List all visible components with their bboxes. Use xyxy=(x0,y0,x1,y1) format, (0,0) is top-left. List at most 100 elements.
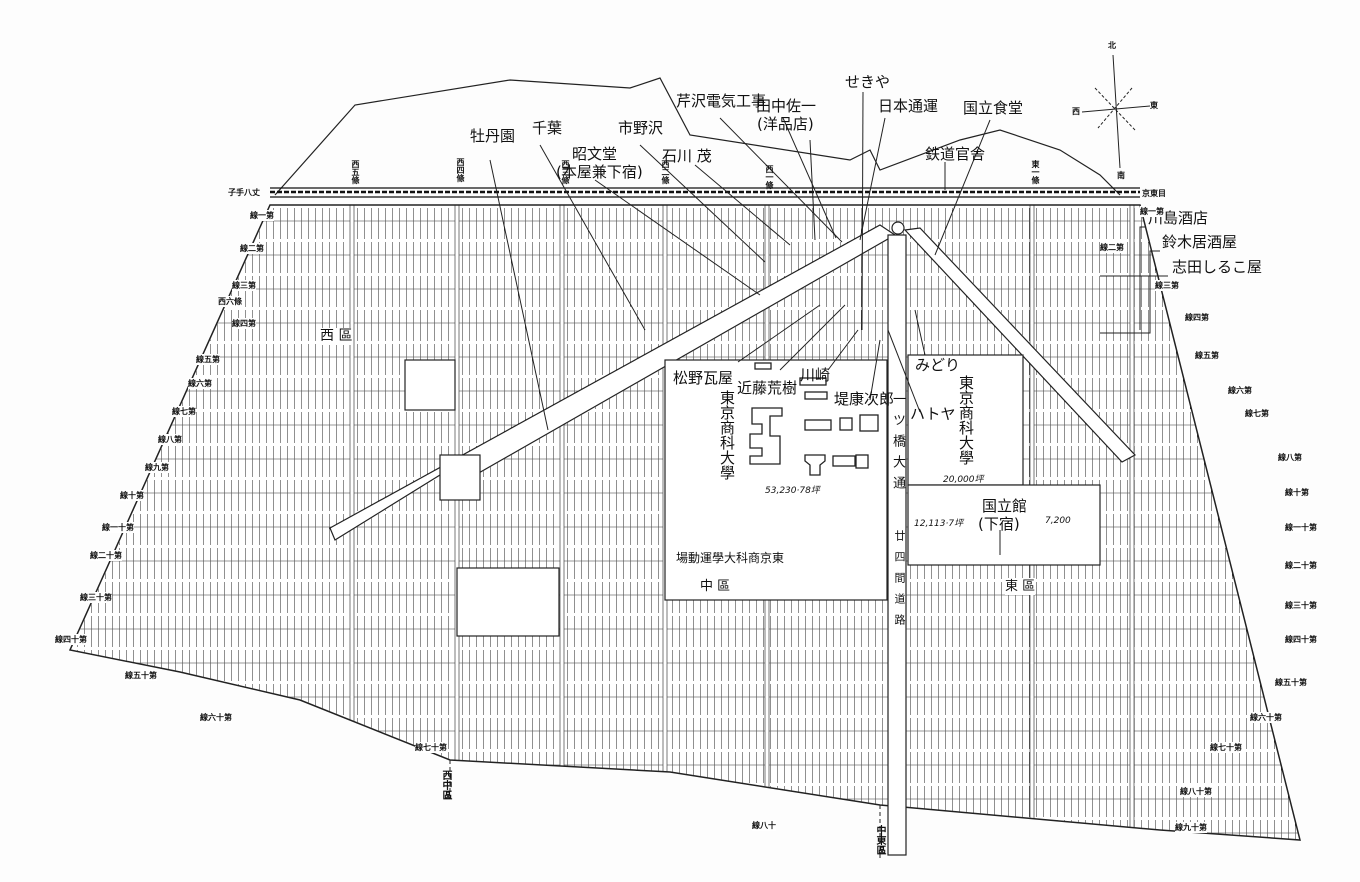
street-horizontal xyxy=(70,273,1300,276)
label-matsuno: 松野瓦屋 xyxy=(673,369,734,387)
street-line-label: 線七第 xyxy=(1245,408,1269,419)
university-area-east: 20,000坪 xyxy=(943,475,984,485)
street-horizontal xyxy=(70,783,1300,786)
street-line-label: 線四第 xyxy=(1185,312,1209,323)
street-higashi-1: 東一條 xyxy=(1031,160,1040,184)
street-line-label: 西六條 xyxy=(218,296,242,307)
street-horizontal xyxy=(70,307,1300,310)
street-line-label: 線六十第 xyxy=(200,712,232,723)
compass-south: 南 xyxy=(1117,171,1125,180)
town-boundary xyxy=(68,204,1301,841)
label-nittsu: 日本通運 xyxy=(878,97,939,115)
street-horizontal xyxy=(70,205,1300,208)
label-kokuritsu-shokudo: 国立食堂 xyxy=(963,99,1024,117)
street-line-label: 線七十第 xyxy=(415,742,447,753)
street-vertical xyxy=(349,205,355,840)
university-area-main: 53,230·78坪 xyxy=(765,486,820,496)
plot-area-east: 7,200 xyxy=(1045,516,1071,526)
street-vertical xyxy=(454,205,460,840)
street-line-label: 線十第 xyxy=(120,490,144,501)
university-ground: 場動運學大科商京東 xyxy=(676,551,785,565)
plot-area-kokuritsukan: 12,113·7坪 xyxy=(914,519,964,529)
leader-lines xyxy=(449,91,1168,860)
label-botanen: 牡丹園 xyxy=(470,127,516,145)
label-tsutsumi: 堤康次郎 xyxy=(834,390,895,408)
compass-rose xyxy=(1081,54,1151,169)
district-boundary-center-east: 中東區 xyxy=(874,825,885,855)
street-horizontal xyxy=(70,647,1300,650)
street-line-label: 線三第 xyxy=(1155,280,1179,291)
street-line-label: 線九第 xyxy=(145,462,169,473)
district-center: 中 區 xyxy=(700,578,731,595)
street-nishi-4: 西四條 xyxy=(456,158,465,182)
label-ichinosawa: 市野沢 xyxy=(618,119,664,137)
street-line-label: 線二十第 xyxy=(90,550,122,561)
street-line-label: 線八十 xyxy=(752,820,776,831)
label-sekiya: せきや xyxy=(845,73,891,91)
street-nishi-3: 西三條 xyxy=(561,160,570,184)
street-line-label: 線一十第 xyxy=(102,522,134,533)
street-horizontal xyxy=(0,851,1360,854)
street-line-label: 線十第 xyxy=(1285,487,1309,498)
street-nishi-2: 西二條 xyxy=(661,160,670,184)
street-line-label: 線六第 xyxy=(1228,385,1252,396)
street-line-label: 線六第 xyxy=(188,378,212,389)
street-line-label: 線二十第 xyxy=(1285,560,1317,571)
label-shobundo-note: (本屋兼下宿) xyxy=(556,163,643,181)
street-line-label: 線一第 xyxy=(1140,206,1164,217)
street-line-label: 線八第 xyxy=(158,434,182,445)
north-area-outline xyxy=(274,77,1121,196)
railway-left-label: 子手八丈 xyxy=(228,188,260,197)
railway xyxy=(270,187,1140,198)
label-kondo: 近藤荒樹 xyxy=(737,379,798,397)
street-horizontal xyxy=(70,817,1300,820)
university-name-east: 東京商科大學 xyxy=(957,375,975,465)
street-line-label: 線四十第 xyxy=(55,634,87,645)
street-horizontal xyxy=(70,681,1300,684)
label-shobundo: 昭文堂 xyxy=(572,145,618,163)
label-serizawa: 芹沢電気工事 xyxy=(676,92,767,110)
railway-right-label: 京東目 xyxy=(1142,189,1166,198)
label-hatoya: ハトヤ xyxy=(910,405,956,423)
street-line-label: 線一十第 xyxy=(1285,522,1317,533)
label-tetsudo-kansha: 鉄道官舎 xyxy=(925,145,986,163)
label-suzuki: 鈴木居酒屋 xyxy=(1162,233,1238,251)
street-line-label: 線三十第 xyxy=(1285,600,1317,611)
street-nishi-1: 西一條 xyxy=(765,165,774,189)
label-ishikawa: 石川 茂 xyxy=(662,147,712,165)
street-line-label: 線九十第 xyxy=(1175,822,1207,833)
street-line-label: 線八十第 xyxy=(1180,786,1212,797)
street-line-label: 線三第 xyxy=(232,280,256,291)
road-hitotsubashi: 一ツ橋大通 xyxy=(890,392,905,497)
district-west: 西 區 xyxy=(320,328,353,345)
street-line-label: 線五十第 xyxy=(1275,677,1307,688)
street-line-label: 線七十第 xyxy=(1210,742,1242,753)
street-horizontal xyxy=(70,749,1300,752)
street-horizontal xyxy=(70,613,1300,616)
compass-west: 西 xyxy=(1072,107,1080,116)
label-chiba: 千葉 xyxy=(532,119,563,137)
road-24ken: 廿四間道路 xyxy=(893,530,906,635)
label-kokuritsukan: 国立館 xyxy=(982,497,1028,515)
street-vertical xyxy=(559,205,565,840)
street-line-label: 線三十第 xyxy=(80,592,112,603)
street-line-label: 線二第 xyxy=(240,243,264,254)
street-line-label: 線七第 xyxy=(172,406,196,417)
label-shida: 志田しるこ屋 xyxy=(1172,258,1263,276)
label-kokuritsukan-note: (下宿) xyxy=(978,515,1020,533)
compass-east: 東 xyxy=(1150,101,1158,110)
street-nishi-5: 西五條 xyxy=(351,160,360,184)
label-tanaka: 田中佐一 xyxy=(756,97,817,115)
street-line-label: 線八第 xyxy=(1278,452,1302,463)
street-horizontal xyxy=(70,239,1300,242)
compass-north: 北 xyxy=(1108,41,1116,50)
university-name-main: 東京商科大學 xyxy=(718,390,736,480)
open-areas xyxy=(404,354,1101,637)
street-vertical xyxy=(1129,205,1135,840)
label-tanaka-note: (洋品店) xyxy=(757,115,814,133)
street-line-label: 線六十第 xyxy=(1250,712,1282,723)
district-boundary-west-center: 西中區 xyxy=(440,770,451,800)
street-line-label: 線一第 xyxy=(250,210,274,221)
